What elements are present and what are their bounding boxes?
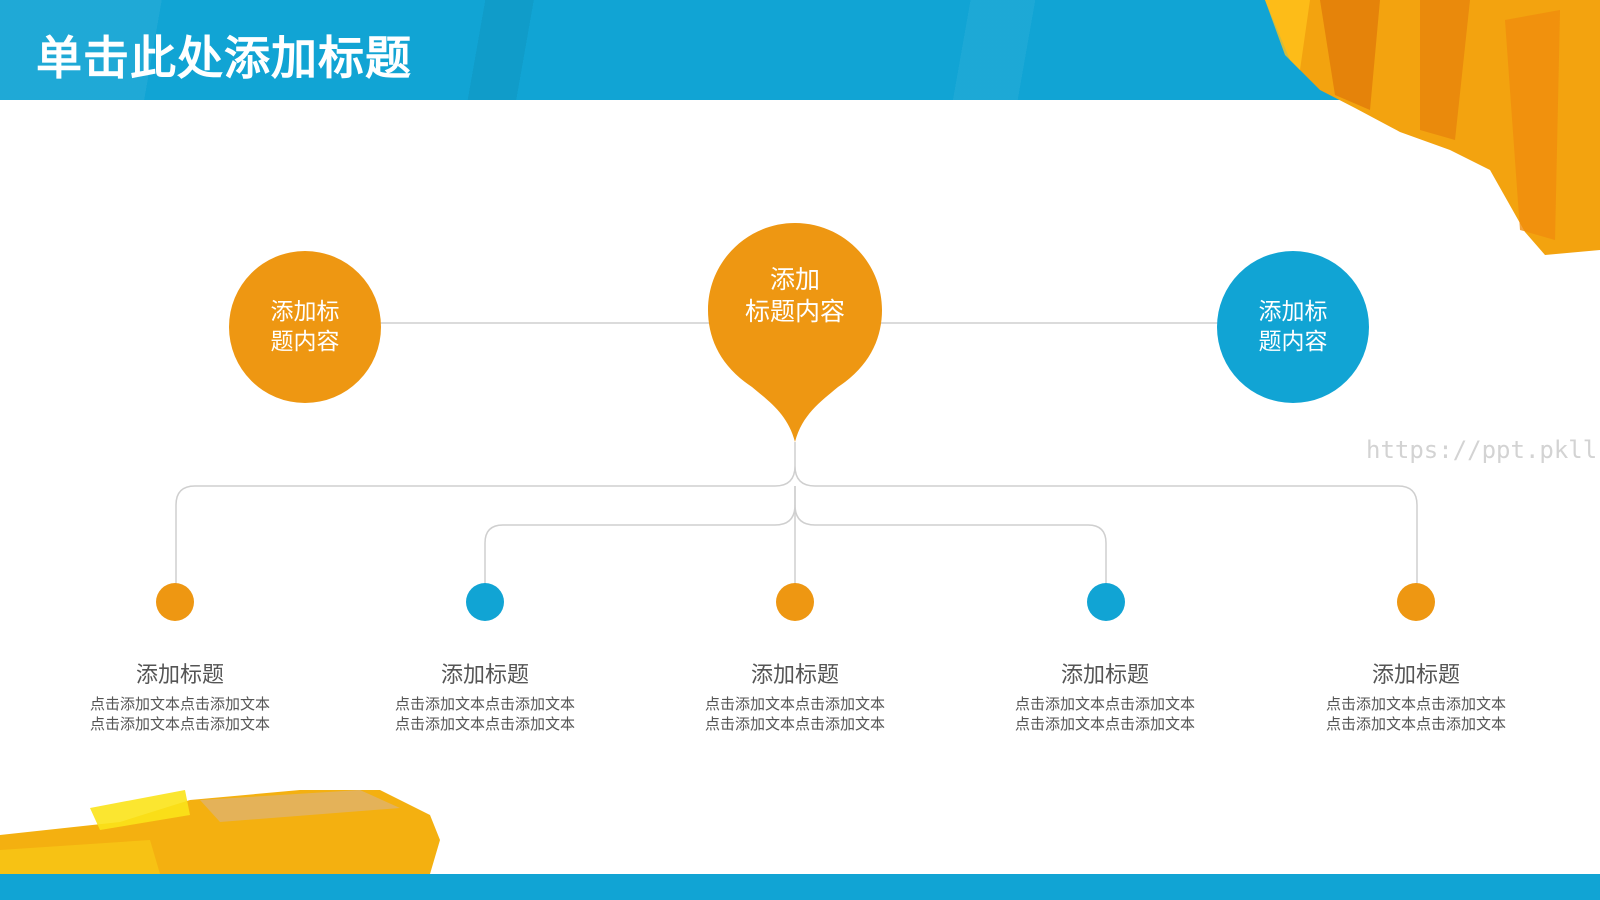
node-left-label: 添加标 题内容 (270, 299, 340, 355)
item-desc-5[interactable]: 点击添加文本点击添加文本点击添加文本点击添加文本 (1326, 695, 1507, 733)
node-right-circle[interactable] (1217, 251, 1369, 403)
item-desc-4[interactable]: 点击添加文本点击添加文本点击添加文本点击添加文本 (1015, 695, 1196, 733)
item-desc-2[interactable]: 点击添加文本点击添加文本点击添加文本点击添加文本 (395, 695, 576, 733)
item-title-5[interactable]: 添加标题 (1371, 663, 1460, 688)
item-title-4[interactable]: 添加标题 (1060, 663, 1149, 688)
node-center-pin[interactable] (708, 223, 882, 442)
paint-stroke-bottom-left (0, 790, 440, 874)
item-dot-1[interactable] (156, 583, 194, 621)
item-dot-5[interactable] (1397, 583, 1435, 621)
branch-connector-inner (484, 486, 1107, 584)
item-desc-3[interactable]: 点击添加文本点击添加文本点击添加文本点击添加文本 (705, 695, 886, 733)
branch-connector-outer (175, 442, 1418, 584)
slide-title[interactable]: 单击此处添加标题 (36, 31, 412, 85)
node-center-label: 添加 标题内容 (744, 265, 845, 326)
item-title-3[interactable]: 添加标题 (750, 663, 839, 688)
item-title-2[interactable]: 添加标题 (440, 663, 529, 688)
node-left-circle[interactable] (229, 251, 381, 403)
item-desc-1[interactable]: 点击添加文本点击添加文本点击添加文本点击添加文本 (90, 695, 271, 733)
watermark-url: https://ppt.pkll.de (1366, 436, 1600, 464)
item-dot-4[interactable] (1087, 583, 1125, 621)
paint-stroke-top-right (1265, 0, 1600, 255)
node-right-label: 添加标 题内容 (1258, 299, 1328, 355)
item-dot-2[interactable] (466, 583, 504, 621)
footer-band (0, 874, 1600, 900)
item-dot-3[interactable] (776, 583, 814, 621)
item-title-1[interactable]: 添加标题 (135, 663, 224, 688)
